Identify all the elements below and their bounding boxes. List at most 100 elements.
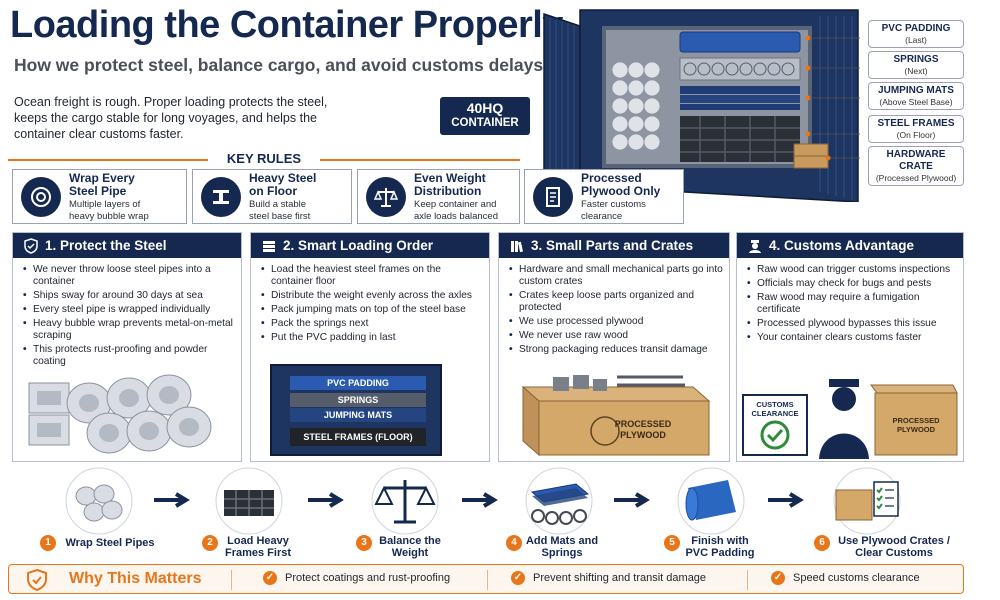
rule-desc-line2: heavy bubble wrap: [69, 210, 149, 222]
why-item-text: Prevent shifting and transit damage: [533, 572, 707, 584]
section-title: 3. Small Parts and Crates: [531, 238, 694, 253]
callout-hardware-crate: HARDWARE CRATE (Processed Plywood): [868, 146, 964, 186]
step-label-line1: Use Plywood Crates /: [838, 535, 950, 547]
bullet: Pack the springs next: [261, 318, 483, 330]
bullet: Your container clears customs faster: [747, 332, 957, 344]
layer-jumping-mats: JUMPING MATS: [290, 408, 426, 422]
check-icon: ✓: [771, 571, 785, 585]
clearance-line2: CLEARANCE: [751, 409, 798, 418]
customs-illustration: CUSTOMS CLEARANCE PROCESSED PLYWOOD: [742, 379, 958, 459]
callout-title: HARDWARE CRATE: [886, 149, 946, 172]
why-item: ✓ Protect coatings and rust-proofing: [263, 571, 450, 585]
layer-steel-frames: STEEL FRAMES (FLOOR): [290, 428, 426, 446]
intro-paragraph: Ocean freight is rough. Proper loading p…: [14, 95, 328, 141]
crate-label-line1: PROCESSED: [892, 416, 940, 425]
bullet: Officials may check for bugs and pests: [747, 278, 957, 290]
why-title: Why This Matters: [69, 570, 202, 587]
step-label-line2: Clear Customs: [855, 547, 933, 559]
step-label-line2: Springs: [541, 547, 583, 559]
books-icon: [509, 238, 525, 254]
bullet: Strong packaging reduces transit damage: [509, 344, 723, 356]
why-item: ✓ Speed customs clearance: [771, 571, 920, 585]
check-icon: ✓: [511, 571, 525, 585]
bullet: Processed plywood bypasses this issue: [747, 318, 957, 330]
section-header: 2. Smart Loading Order: [251, 233, 489, 258]
rule-wrap-pipes: Wrap Every Steel Pipe Multiple layers of…: [12, 169, 187, 224]
bullet: Hardware and small mechanical parts go i…: [509, 264, 723, 288]
bullet: Raw wood can trigger customs inspections: [747, 264, 957, 276]
bullet: We use processed plywood: [509, 316, 723, 328]
badge-size: 40HQ: [466, 100, 504, 116]
wrapped-pipes-icon: [65, 467, 133, 535]
section-bullets: We never throw loose steel pipes into a …: [13, 258, 241, 368]
rule-desc-line1: Multiple layers of: [69, 198, 141, 210]
bullet: Pack jumping mats on top of the steel ba…: [261, 304, 483, 316]
step-label: Wrap Steel Pipes: [60, 537, 160, 549]
callout-sub: (Last): [905, 35, 927, 45]
bullet: Crates keep loose parts organized and pr…: [509, 290, 723, 314]
bubble-wrap-roll-icon: [21, 176, 61, 217]
section-header: 3. Small Parts and Crates: [499, 233, 729, 258]
section-header: 4. Customs Advantage: [737, 233, 963, 258]
step-label: Finish with PVC Padding: [680, 535, 760, 559]
callout-sub: (Next): [904, 66, 928, 76]
rule-desc-line1: Faster customs: [581, 198, 646, 210]
badge-label: CONTAINER: [451, 117, 519, 129]
stack-icon: [261, 238, 277, 254]
step-label-line1: Load Heavy: [227, 535, 289, 547]
section-title: 2. Smart Loading Order: [283, 238, 434, 253]
step-label: Load Heavy Frames First: [218, 535, 298, 559]
bullet: Ships sway for around 30 days at sea: [23, 290, 235, 302]
callout-title: JUMPING MATS: [878, 85, 954, 96]
why-item: ✓ Prevent shifting and transit damage: [511, 571, 706, 585]
steel-beam-icon: [201, 176, 241, 217]
arrow-right-icon: [154, 492, 190, 508]
crate-label-line2: PLYWOOD: [620, 430, 666, 440]
step-number: 1: [40, 535, 56, 551]
step-number: 2: [202, 535, 218, 551]
pvc-padding-roll-icon: [677, 467, 745, 535]
rule-desc-line2: axle loads balanced: [414, 210, 498, 222]
rule-desc-line1: Keep container and: [414, 198, 497, 210]
key-rules-header: KEY RULES: [8, 151, 520, 167]
rule-title-line2: Distribution: [414, 183, 482, 198]
arrow-right-icon: [614, 492, 650, 508]
step-label-line1: Balance the: [379, 535, 441, 547]
callout-springs: SPRINGS (Next): [868, 51, 964, 79]
container-illustration: [543, 9, 860, 202]
why-item-text: Protect coatings and rust-proofing: [285, 572, 451, 584]
step-label-line1: Wrap Steel Pipes: [65, 537, 155, 549]
rule-desc-line1: Build a stable: [249, 198, 307, 210]
step-label-line2: PVC Padding: [685, 547, 755, 559]
hardware-crate-illustration: PROCESSED PLYWOOD: [521, 375, 711, 457]
callout-pvc-padding: PVC PADDING (Last): [868, 20, 964, 48]
key-rules-title: KEY RULES: [226, 151, 302, 166]
rule-title-line1: Even Weight: [414, 170, 486, 185]
step-label-line2: Weight: [391, 547, 429, 559]
callout-sub: (Processed Plywood): [875, 173, 957, 183]
bullet: We never use raw wood: [509, 330, 723, 342]
step-label-line2: Frames First: [224, 547, 292, 559]
bullet: Heavy bubble wrap prevents metal-on-meta…: [23, 318, 235, 342]
bullet: Distribute the weight evenly across the …: [261, 290, 483, 302]
section-bullets: Hardware and small mechanical parts go i…: [499, 258, 729, 356]
balance-scale-icon: [371, 467, 439, 535]
page-subtitle: How we protect steel, balance cargo, and…: [14, 55, 544, 75]
step-number: 3: [356, 535, 372, 551]
callout-title: PVC PADDING: [881, 23, 951, 34]
bullet: Load the heaviest steel frames on the co…: [261, 264, 483, 288]
callout-sub: (On Floor): [896, 130, 936, 140]
step-number: 4: [506, 535, 522, 551]
rule-desc-line2: clearance: [581, 210, 623, 222]
rule-title-line1: Processed: [581, 170, 642, 185]
callout-title: SPRINGS: [893, 54, 939, 65]
rule-title-line2: Steel Pipe: [69, 183, 127, 198]
layer-springs: SPRINGS: [290, 393, 426, 407]
rule-title-line2: on Floor: [249, 183, 297, 198]
bullet: We never throw loose steel pipes into a …: [23, 264, 235, 288]
arrow-right-icon: [462, 492, 498, 508]
section-bullets: Raw wood can trigger customs inspections…: [737, 258, 963, 344]
step-label-line1: Add Mats and: [525, 535, 599, 547]
arrow-right-icon: [768, 492, 804, 508]
step-label: Balance the Weight: [372, 535, 448, 559]
